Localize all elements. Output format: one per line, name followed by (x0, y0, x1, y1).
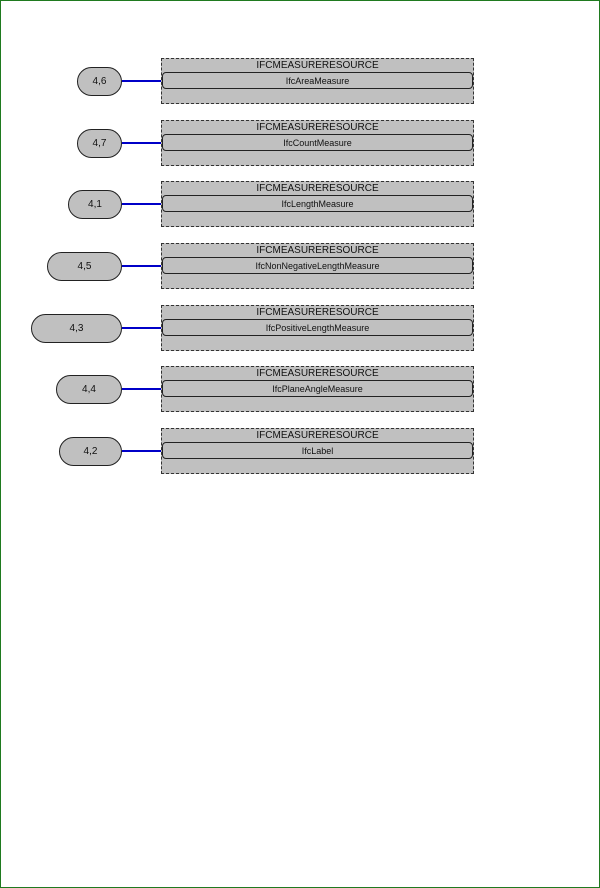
diagram-row: 4,7 IFCMEASURERESOURCE IfcCountMeasure (0, 120, 600, 167)
schema-label: IFCMEASURERESOURCE (256, 60, 379, 71)
connector-line (122, 142, 162, 144)
diagram-row: 4,4 IFCMEASURERESOURCE IfcPlaneAngleMeas… (0, 366, 600, 413)
schema-box[interactable]: IFCMEASURERESOURCE IfcCountMeasure (161, 120, 474, 166)
entity-label[interactable]: IfcLabel (162, 442, 473, 459)
schema-label: IFCMEASURERESOURCE (256, 245, 379, 256)
connector-line (122, 388, 162, 390)
entity-label[interactable]: IfcLengthMeasure (162, 195, 473, 212)
diagram-row: 4,5 IFCMEASURERESOURCE IfcNonNegativeLen… (0, 243, 600, 290)
connector-line (122, 327, 162, 329)
schema-label: IFCMEASURERESOURCE (256, 430, 379, 441)
entity-label[interactable]: IfcNonNegativeLengthMeasure (162, 257, 473, 274)
page-reference-pill[interactable]: 4,7 (77, 129, 122, 158)
diagram-row: 4,1 IFCMEASURERESOURCE IfcLengthMeasure (0, 181, 600, 228)
schema-box[interactable]: IFCMEASURERESOURCE IfcAreaMeasure (161, 58, 474, 104)
schema-label: IFCMEASURERESOURCE (256, 122, 379, 133)
diagram-row: 4,6 IFCMEASURERESOURCE IfcAreaMeasure (0, 58, 600, 105)
diagram-row: 4,3 IFCMEASURERESOURCE IfcPositiveLength… (0, 305, 600, 352)
page-reference-pill[interactable]: 4,3 (31, 314, 122, 343)
schema-box[interactable]: IFCMEASURERESOURCE IfcPositiveLengthMeas… (161, 305, 474, 351)
schema-box[interactable]: IFCMEASURERESOURCE IfcPlaneAngleMeasure (161, 366, 474, 412)
page-reference-pill[interactable]: 4,1 (68, 190, 122, 219)
diagram-row: 4,2 IFCMEASURERESOURCE IfcLabel (0, 428, 600, 475)
schema-label: IFCMEASURERESOURCE (256, 368, 379, 379)
page-reference-pill[interactable]: 4,5 (47, 252, 122, 281)
schema-label: IFCMEASURERESOURCE (256, 183, 379, 194)
entity-label[interactable]: IfcCountMeasure (162, 134, 473, 151)
connector-line (122, 450, 162, 452)
page-reference-pill[interactable]: 4,6 (77, 67, 122, 96)
connector-line (122, 265, 162, 267)
schema-box[interactable]: IFCMEASURERESOURCE IfcLengthMeasure (161, 181, 474, 227)
schema-box[interactable]: IFCMEASURERESOURCE IfcNonNegativeLengthM… (161, 243, 474, 289)
connector-line (122, 80, 162, 82)
entity-label[interactable]: IfcPlaneAngleMeasure (162, 380, 473, 397)
entity-label[interactable]: IfcAreaMeasure (162, 72, 473, 89)
entity-label[interactable]: IfcPositiveLengthMeasure (162, 319, 473, 336)
page-reference-pill[interactable]: 4,4 (56, 375, 122, 404)
schema-box[interactable]: IFCMEASURERESOURCE IfcLabel (161, 428, 474, 474)
page-reference-pill[interactable]: 4,2 (59, 437, 122, 466)
connector-line (122, 203, 162, 205)
schema-label: IFCMEASURERESOURCE (256, 307, 379, 318)
